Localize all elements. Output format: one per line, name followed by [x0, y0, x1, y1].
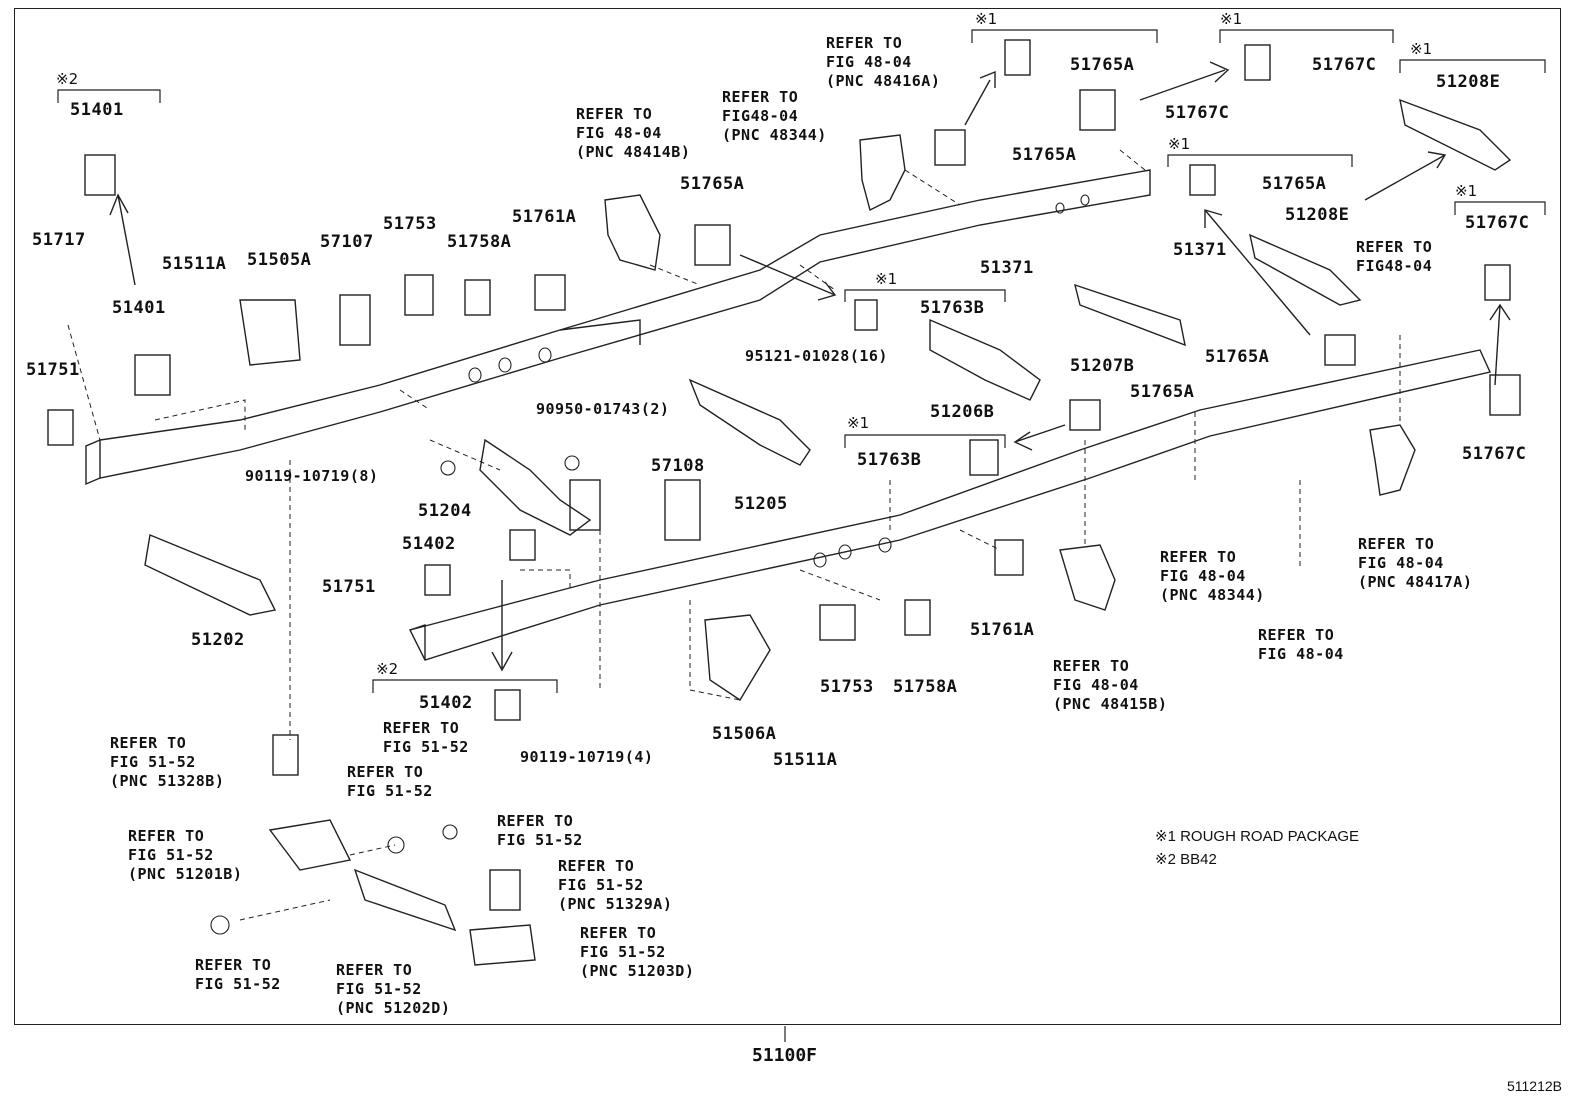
part-label[interactable]: 51767C: [1165, 103, 1230, 123]
part-label[interactable]: 51761A: [512, 207, 577, 227]
part-label[interactable]: 51765A: [680, 174, 745, 194]
part-label[interactable]: 51205: [734, 494, 788, 514]
reference-note[interactable]: REFER TO FIG 51-52 (PNC 51203D): [580, 924, 695, 980]
reference-note[interactable]: REFER TO FIG 51-52 (PNC 51329A): [558, 857, 673, 913]
reference-note[interactable]: REFER TO FIG 51-52 (PNC 51201B): [128, 827, 243, 883]
note-mark: ※1: [1220, 10, 1243, 28]
legend-text: BB42: [1180, 851, 1217, 868]
part-label[interactable]: 51204: [418, 501, 472, 521]
crossmember-51205: [688, 378, 811, 466]
part-label[interactable]: 51401: [112, 298, 166, 318]
crossmember-51207b: [1074, 283, 1186, 347]
part-label[interactable]: 51207B: [1070, 356, 1135, 376]
part-label[interactable]: 51506A: [712, 724, 777, 744]
reference-note[interactable]: REFER TO FIG 48-04 (PNC 48417A): [1358, 535, 1473, 591]
crossmember-51202: [144, 534, 277, 616]
reference-note[interactable]: REFER TO FIG 51-52: [347, 763, 433, 800]
mount-bracket-front: [1059, 544, 1116, 611]
part-label[interactable]: 51511A: [773, 750, 838, 770]
part-label[interactable]: 51371: [980, 258, 1034, 278]
reference-note[interactable]: REFER TO FIG 51-52 (PNC 51202D): [336, 961, 451, 1017]
part-label[interactable]: 51208E: [1436, 72, 1501, 92]
note-mark: ※1: [847, 414, 870, 432]
legend-mark: ※1: [1155, 828, 1176, 845]
reference-note[interactable]: REFER TO FIG 48-04 (PNC 48414B): [576, 105, 691, 161]
part-label[interactable]: 51402: [402, 534, 456, 554]
fastener-label[interactable]: 90119-10719(8): [245, 467, 379, 485]
reference-note[interactable]: REFER TO FIG48-04 (PNC 48344): [722, 88, 827, 144]
figure-id: 511212B: [1506, 1078, 1562, 1094]
part-label[interactable]: 51765A: [1070, 55, 1135, 75]
part-label[interactable]: 51751: [322, 577, 376, 597]
reference-note[interactable]: REFER TO FIG 51-52 (PNC 51328B): [110, 734, 225, 790]
part-label[interactable]: 51505A: [247, 250, 312, 270]
reference-note[interactable]: REFER TO FIG 51-52: [497, 812, 583, 849]
legend-entry: ※1 ROUGH ROAD PACKAGE: [1155, 827, 1359, 845]
assembly-code-label[interactable]: 51100F: [752, 1045, 818, 1066]
part-label[interactable]: 51758A: [447, 232, 512, 252]
part-label[interactable]: 51402: [419, 693, 473, 713]
reference-note[interactable]: REFER TO FIG 48-04 (PNC 48416A): [826, 34, 941, 90]
part-label[interactable]: 51511A: [162, 254, 227, 274]
part-label[interactable]: 51765A: [1130, 382, 1195, 402]
part-label[interactable]: 51763B: [857, 450, 922, 470]
bracket-51204: [479, 438, 592, 536]
crossmember-51206b: [929, 318, 1041, 401]
reference-note[interactable]: REFER TO FIG 48-04: [1258, 626, 1344, 663]
part-label[interactable]: 51751: [26, 360, 80, 380]
part-label[interactable]: 51206B: [930, 402, 995, 422]
legend-mark: ※2: [1155, 851, 1176, 868]
part-label[interactable]: 51202: [191, 630, 245, 650]
reference-note[interactable]: REFER TO FIG 51-52: [383, 719, 469, 756]
part-label[interactable]: 51401: [70, 100, 124, 120]
part-label[interactable]: 51753: [820, 677, 874, 697]
part-label[interactable]: 51753: [383, 214, 437, 234]
reference-note[interactable]: REFER TO FIG 51-52: [195, 956, 281, 993]
note-mark: ※1: [1410, 40, 1433, 58]
part-label[interactable]: 51767C: [1462, 444, 1527, 464]
part-label[interactable]: 51717: [32, 230, 86, 250]
legend-entry: ※2 BB42: [1155, 850, 1217, 868]
part-label[interactable]: 51765A: [1262, 174, 1327, 194]
reference-note[interactable]: REFER TO FIG 48-04 (PNC 48344): [1160, 548, 1265, 604]
part-label[interactable]: 57108: [651, 456, 705, 476]
reference-note[interactable]: REFER TO FIG48-04: [1356, 238, 1433, 275]
part-label[interactable]: 51765A: [1205, 347, 1270, 367]
part-label[interactable]: 51767C: [1312, 55, 1377, 75]
note-mark: ※2: [56, 70, 79, 88]
note-mark: ※1: [975, 10, 998, 28]
part-label[interactable]: 51767C: [1465, 213, 1530, 233]
part-label[interactable]: 51761A: [970, 620, 1035, 640]
legend-text: ROUGH ROAD PACKAGE: [1180, 828, 1360, 845]
crossmember-51208e-upper: [1399, 98, 1512, 171]
upper-frame-rail: [99, 169, 1151, 479]
part-label[interactable]: 51763B: [920, 298, 985, 318]
reference-note[interactable]: REFER TO FIG 48-04 (PNC 48415B): [1053, 657, 1168, 713]
part-label[interactable]: 51208E: [1285, 205, 1350, 225]
fastener-label[interactable]: 90119-10719(4): [520, 748, 654, 766]
fastener-label[interactable]: 90950-01743(2): [536, 400, 670, 418]
note-mark: ※1: [1455, 182, 1478, 200]
crossmember-51208e-lower: [1249, 233, 1362, 306]
diagram-border: [14, 8, 1561, 1025]
part-label[interactable]: 57107: [320, 232, 374, 252]
note-mark: ※2: [376, 660, 399, 678]
note-mark: ※1: [1168, 135, 1191, 153]
mount-bracket-rear: [1369, 424, 1416, 496]
lower-frame-rail: [408, 349, 1491, 661]
bracket-51506a: [704, 614, 771, 701]
part-label[interactable]: 51758A: [893, 677, 958, 697]
fastener-label[interactable]: 95121-01028(16): [745, 347, 888, 365]
part-label[interactable]: 51765A: [1012, 145, 1077, 165]
part-label[interactable]: 51371: [1173, 240, 1227, 260]
note-mark: ※1: [875, 270, 898, 288]
